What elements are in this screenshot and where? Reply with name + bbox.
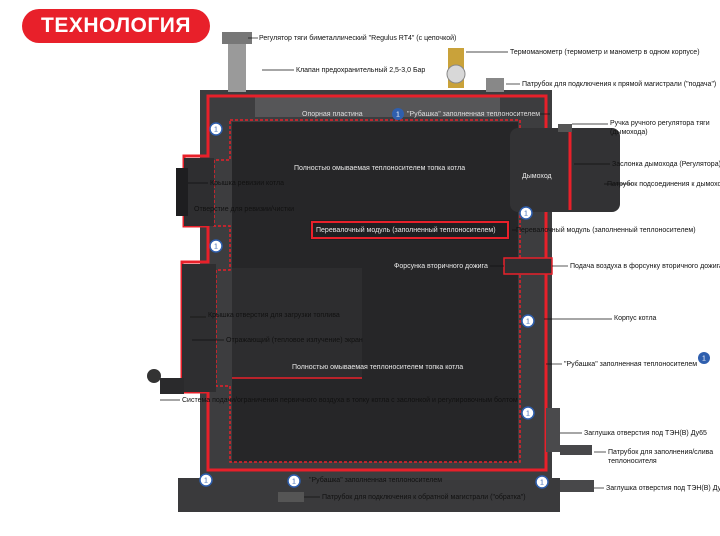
svg-text:1: 1 <box>204 478 208 485</box>
callout-5: 1 <box>521 314 535 328</box>
supply-pipe <box>486 78 504 92</box>
secondary-air-pipe <box>503 257 553 275</box>
primary-air-knob <box>147 369 161 383</box>
callout-10: 1 <box>535 475 549 489</box>
label-thermomanometer: Термоманометр (термометр и манометр в од… <box>510 49 700 56</box>
manual-handle <box>558 124 572 132</box>
label-chimney: Дымоход <box>522 173 552 180</box>
load-cover <box>182 264 216 392</box>
transfer-module-outline <box>311 221 509 239</box>
transfer-module <box>310 220 510 240</box>
label-return-pipe: Патрубок для подключения к обратной маги… <box>322 494 526 501</box>
label-manual-handle: Ручка ручного регулятора тяги (дымохода) <box>610 120 710 136</box>
primary-air-box <box>160 378 184 394</box>
label-flue-pipe: Патрубок подсоединения к дымоходу <box>607 181 720 188</box>
svg-text:1: 1 <box>526 319 530 326</box>
svg-text:1: 1 <box>524 211 528 218</box>
inspection-cover <box>184 158 214 226</box>
avito-watermark: Avito <box>641 495 706 525</box>
label-primary-air: Система подачи/ограничения первичного во… <box>182 397 518 404</box>
svg-text:1: 1 <box>214 244 218 251</box>
callout-1: 1 <box>209 122 223 136</box>
label-nozzle: Форсунка вторичного дожига <box>394 263 488 270</box>
heater-plug-top <box>546 408 560 452</box>
label-load-cover: Крышка отверстия для загрузки топлива <box>208 312 340 319</box>
svg-text:1: 1 <box>702 356 706 363</box>
callout-6: 1 <box>698 352 710 364</box>
callout-3: 1 <box>519 206 533 220</box>
jacket-outline <box>180 94 548 472</box>
label-furnace-top: Полностью омываемая теплоносителем топка… <box>294 165 466 172</box>
label-module-right: Перевалочный модуль (заполненный теплоно… <box>516 227 696 234</box>
label-secondary-air: Подача воздуха в форсунку вторичного дож… <box>570 263 720 270</box>
label-heater-plug-top: Заглушка отверстия под ТЭН(В) Ду65 <box>584 430 707 437</box>
svg-text:1: 1 <box>396 112 400 119</box>
label-jacket-top: "Рубашка" заполненная теплоносителем <box>407 111 541 118</box>
label-body: Корпус котла <box>614 315 657 322</box>
callout-2: 1 <box>392 108 404 120</box>
label-furnace-bottom: Полностью омываемая теплоносителем топка… <box>292 364 464 371</box>
svg-text:1: 1 <box>526 411 530 418</box>
label-heater-plug-bottom: Заглушка отверстия под ТЭН(В) Ду65 <box>606 485 720 492</box>
support-plate <box>255 95 500 117</box>
return-pipe <box>278 492 304 502</box>
thermomanometer <box>446 64 466 84</box>
label-valve: Клапан предохранительный 2,5-3,0 Бар <box>296 67 426 74</box>
chimney <box>510 128 620 212</box>
label-fill-drain: Патрубок для заполнения/слива теплоносит… <box>608 449 714 465</box>
svg-text:1: 1 <box>292 479 296 486</box>
leader-lines <box>160 37 632 498</box>
label-flue-damper: Заслонка дымохода (Регулятора) <box>612 161 720 168</box>
callout-7: 1 <box>521 406 535 420</box>
label-inspection-hole: Отверстие для ревизии/чистки <box>194 206 295 213</box>
reflective-screen <box>232 268 362 378</box>
label-regulator: Регулятор тяги биметаллический "Regulus … <box>259 35 457 42</box>
boiler-base <box>178 478 560 512</box>
svg-text:1: 1 <box>540 480 544 487</box>
draft-regulator <box>228 40 246 92</box>
label-support-plate: Опорная пластина <box>302 111 363 118</box>
callout-9: 1 <box>287 474 301 488</box>
callout-4: 1 <box>209 239 223 253</box>
label-inspection-cover: Крышка ревизии котла <box>210 180 284 187</box>
heater-plug-bottom <box>560 480 594 492</box>
label-supply-pipe: Патрубок для подключения к прямой магист… <box>522 81 717 88</box>
draft-regulator-head <box>222 32 252 44</box>
callout-markers: 1 1 1 1 1 1 1 1 1 1 <box>199 108 710 489</box>
inspection-cover-handle <box>176 168 188 216</box>
label-jacket-right: "Рубашка" заполненная теплоносителем <box>564 361 698 368</box>
label-screen: Отражающий (тепловое излучение) экран <box>226 337 363 344</box>
fill-drain-pipe <box>560 445 592 455</box>
label-jacket-bottom: "Рубашка" заполненная теплоносителем <box>309 477 443 484</box>
callout-8: 1 <box>199 473 213 487</box>
title-badge: ТЕХНОЛОГИЯ <box>22 9 210 43</box>
svg-text:1: 1 <box>214 127 218 134</box>
label-module-inside: Перевалочный модуль (заполненный теплоно… <box>316 227 496 234</box>
